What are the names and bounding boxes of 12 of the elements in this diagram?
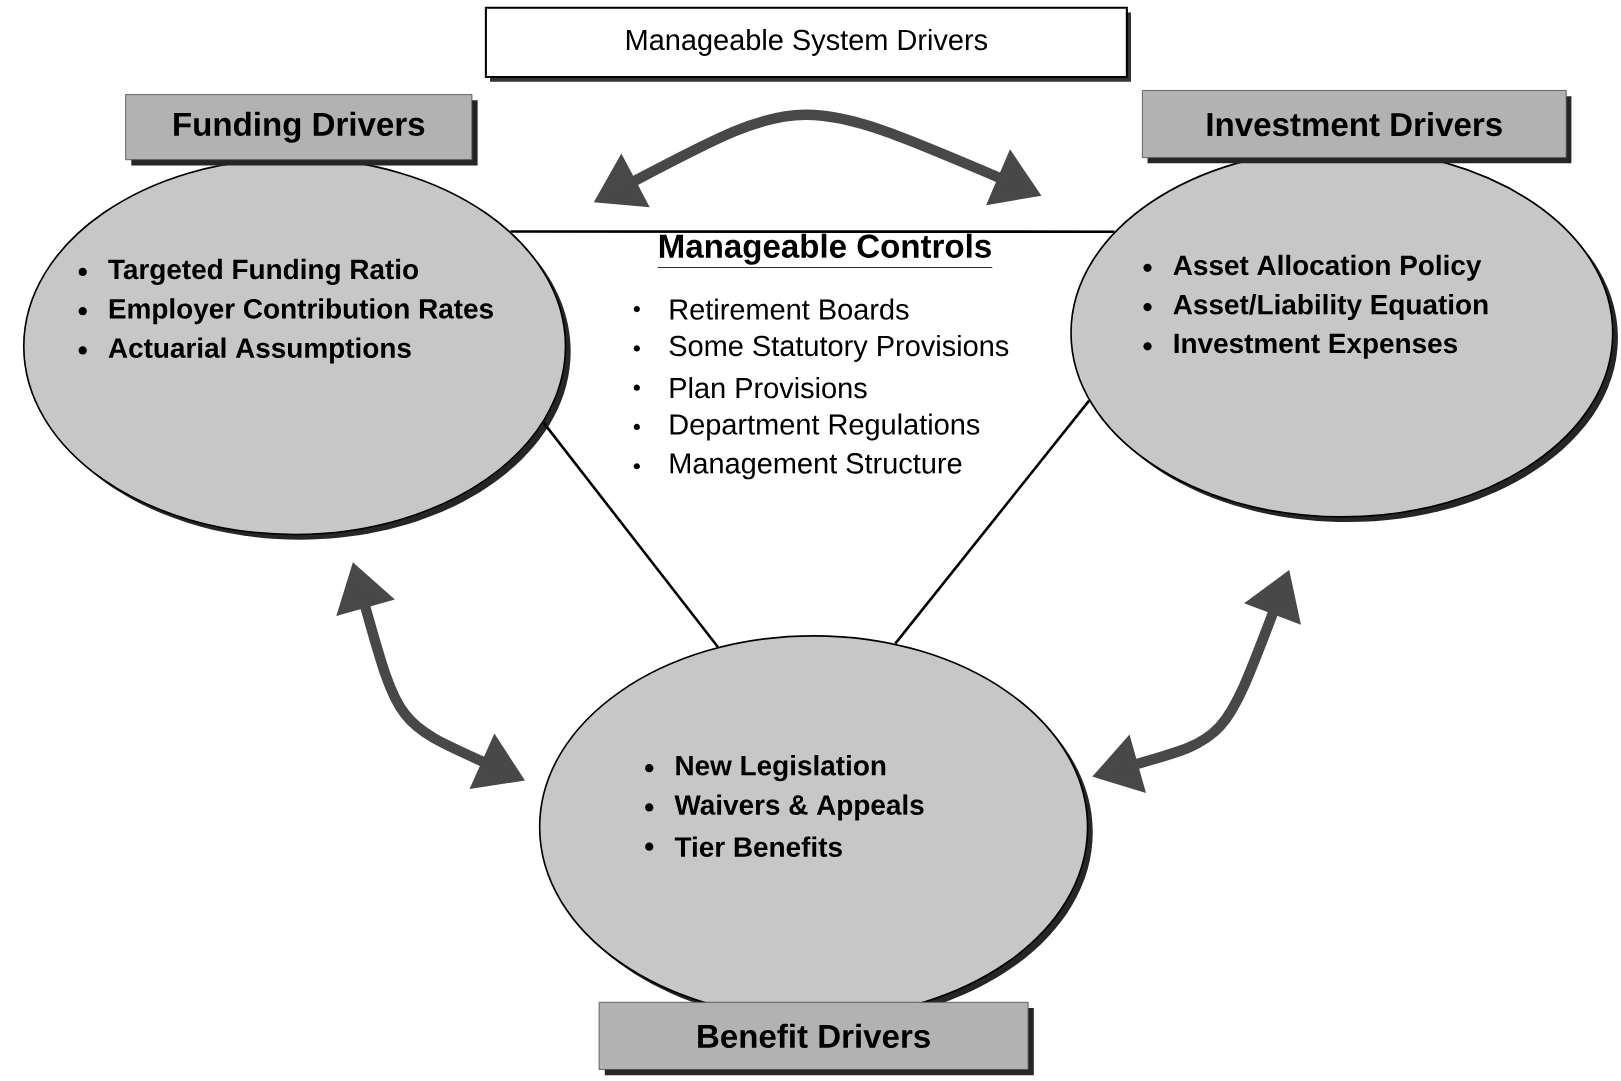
bullet-item: Plan Provisions — [670, 376, 867, 399]
bullet-item: Some Statutory Provisions — [669, 334, 1009, 362]
heading-tab: Funding Drivers — [125, 94, 478, 166]
bullet-item: Retirement Boards — [670, 298, 909, 320]
title-box: Manageable System Drivers — [484, 6, 1131, 82]
heading-tab: Investment Drivers — [1141, 89, 1572, 164]
connector-line — [542, 421, 719, 648]
bullet-item: Department Regulations — [670, 413, 980, 441]
connector-line — [894, 399, 1091, 645]
connector-line — [510, 230, 1115, 233]
bullet-item: Management Structure — [670, 452, 962, 480]
heading: Manageable Controls — [657, 233, 993, 268]
